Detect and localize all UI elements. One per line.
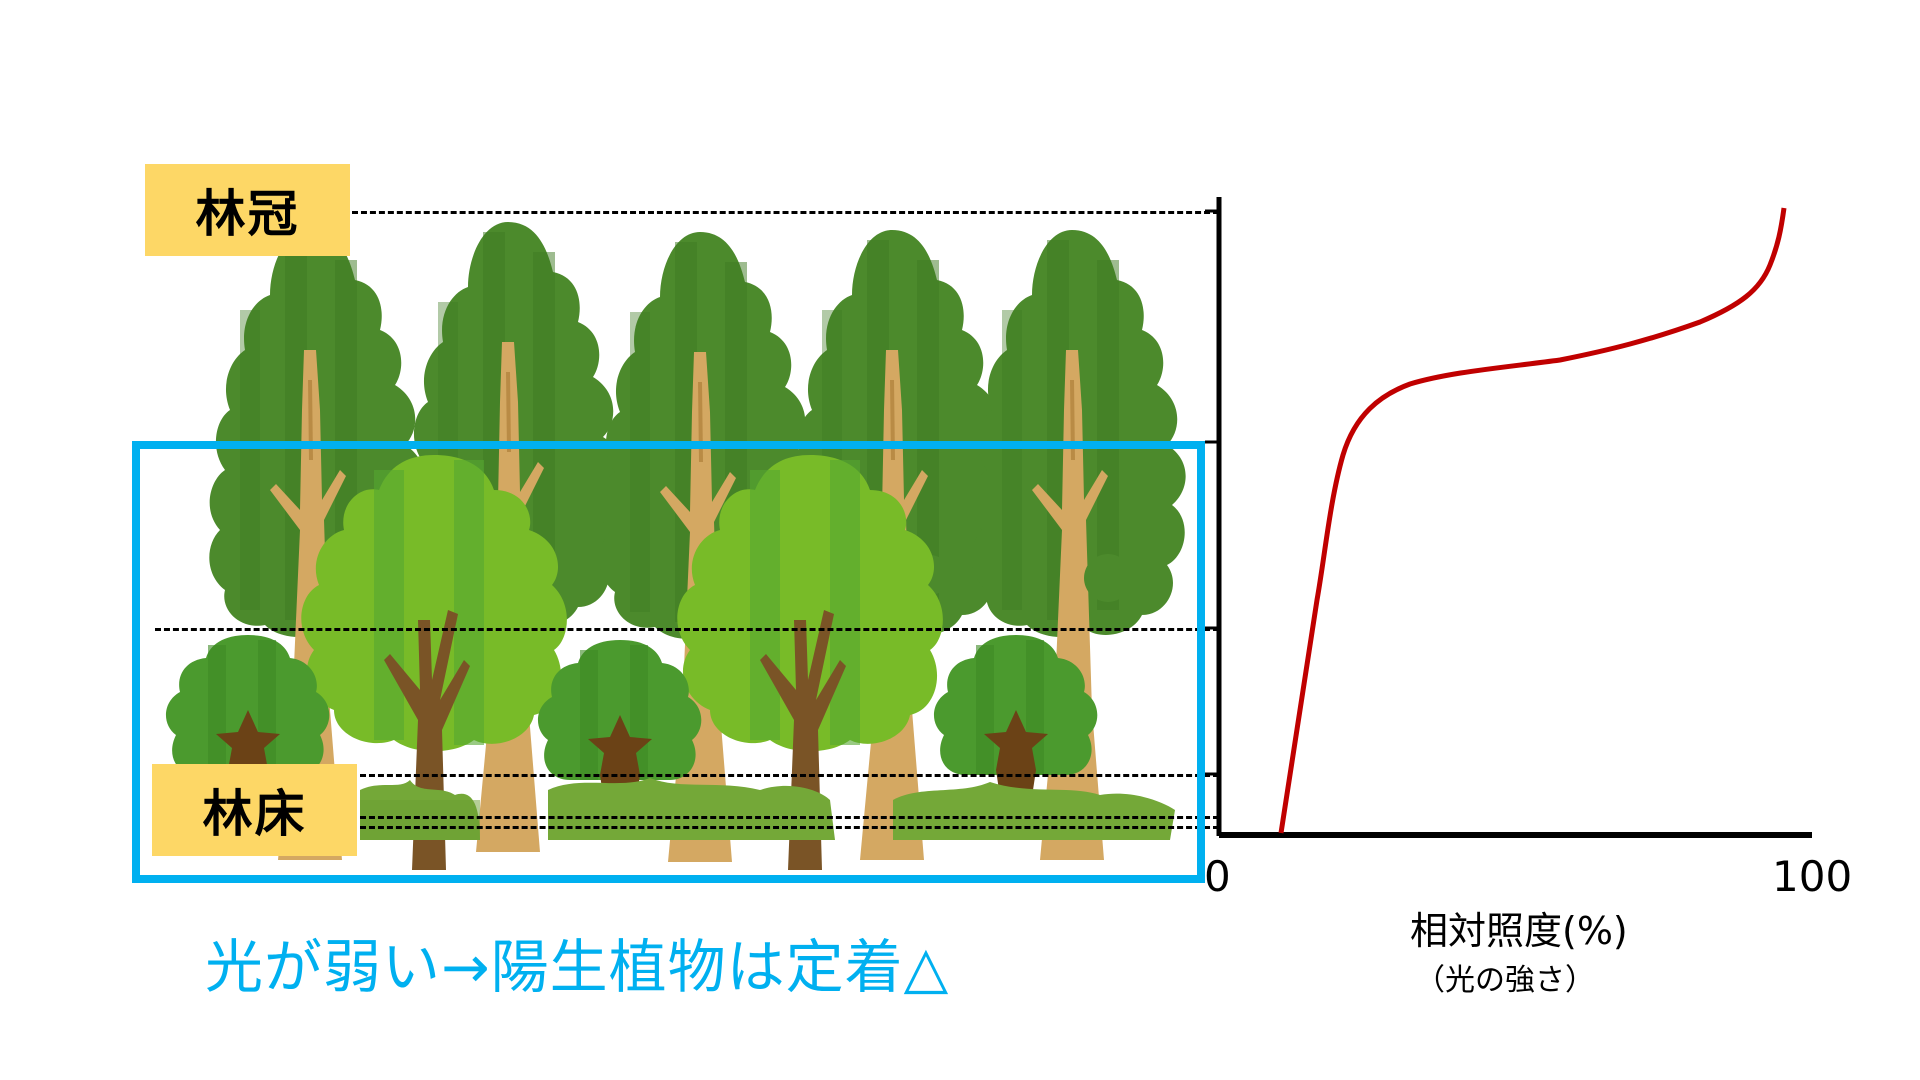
caption-text: 光が弱い→陽生植物は定着△ <box>205 933 950 1001</box>
x-axis-min-tick: 0 <box>1204 852 1231 901</box>
floor-guide-line-3 <box>360 826 1219 829</box>
mid-guide-line <box>155 628 1219 631</box>
forest-floor-label: 林床 <box>152 764 357 856</box>
canopy-label: 林冠 <box>145 164 350 256</box>
x-axis-sublabel: （光の強さ） <box>1415 963 1595 998</box>
x-axis-max-tick: 100 <box>1772 852 1853 901</box>
floor-guide-line-2 <box>360 816 1219 819</box>
floor-guide-line-1 <box>360 774 1219 777</box>
x-axis-label: 相対照度(%) <box>1410 909 1628 953</box>
low-light-highlight-box <box>132 441 1205 883</box>
canopy-guide-line <box>352 211 1219 214</box>
